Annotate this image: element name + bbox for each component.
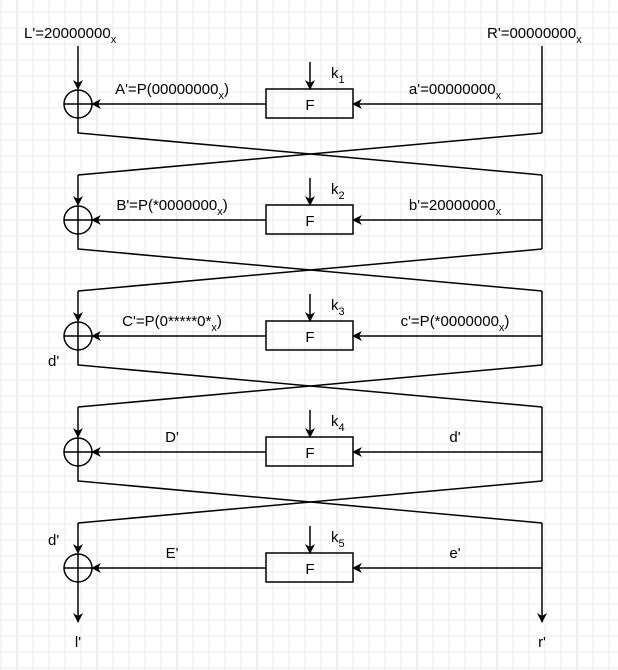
swap-line-left-to-right bbox=[77, 234, 543, 292]
swap-line-right-to-left bbox=[77, 364, 543, 408]
f-function-label: F bbox=[305, 561, 314, 578]
f-output-label: B'=P(*0000000x) bbox=[116, 197, 227, 218]
f-input-label: c'=P(*0000000x) bbox=[401, 313, 510, 334]
side-label: d' bbox=[48, 353, 59, 370]
f-input-label: b'=20000000x bbox=[409, 197, 502, 218]
swap-line-left-to-right bbox=[77, 466, 543, 524]
input-left-label: L'=20000000x bbox=[24, 25, 117, 46]
f-input-label: a'=00000000x bbox=[409, 81, 502, 102]
f-output-label: A'=P(00000000x) bbox=[115, 81, 229, 102]
swap-line-left-to-right bbox=[77, 350, 543, 408]
f-output-label: C'=P(0*****0*x) bbox=[122, 313, 222, 334]
input-right-label: R'=00000000x bbox=[487, 25, 582, 46]
output-right-label: r' bbox=[538, 634, 546, 651]
f-output-label: D' bbox=[165, 429, 179, 446]
f-function-label: F bbox=[305, 97, 314, 114]
round-key-label: k2 bbox=[331, 181, 345, 202]
f-function-label: F bbox=[305, 329, 314, 346]
f-output-label: E' bbox=[166, 545, 179, 562]
swap-line-right-to-left bbox=[77, 480, 543, 524]
f-input-label: e' bbox=[449, 545, 460, 562]
f-function-label: F bbox=[305, 213, 314, 230]
round-key-label: k3 bbox=[331, 297, 345, 318]
swap-line-right-to-left bbox=[77, 248, 543, 292]
f-input-label: d' bbox=[449, 429, 460, 446]
swap-line-left-to-right bbox=[77, 118, 543, 176]
round-key-label: k4 bbox=[331, 413, 345, 434]
swap-line-right-to-left bbox=[77, 132, 543, 176]
f-function-label: F bbox=[305, 445, 314, 462]
round-key-label: k1 bbox=[331, 65, 345, 86]
output-left-label: l' bbox=[75, 634, 81, 651]
round-key-label: k5 bbox=[331, 529, 345, 550]
side-label: d' bbox=[48, 532, 59, 549]
